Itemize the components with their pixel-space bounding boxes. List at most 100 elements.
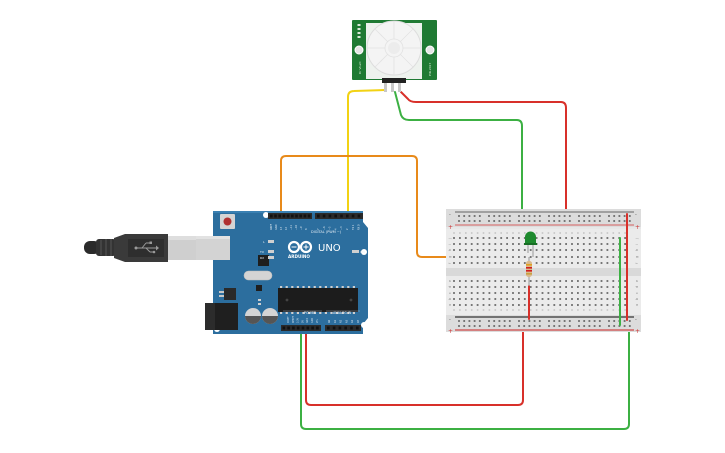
breadboard-hole[interactable]	[582, 280, 585, 282]
reset-button-cap[interactable]	[223, 217, 232, 226]
breadboard-hole[interactable]	[594, 304, 597, 306]
breadboard-hole[interactable]	[482, 243, 485, 245]
breadboard-hole[interactable]	[464, 249, 467, 251]
breadboard-hole[interactable]	[494, 286, 497, 288]
breadboard-hole[interactable]	[623, 320, 626, 322]
breadboard-hole[interactable]	[500, 292, 503, 294]
breadboard-hole[interactable]	[565, 286, 567, 288]
breadboard-hole[interactable]	[594, 256, 597, 258]
breadboard-hole[interactable]	[459, 262, 461, 264]
wire-gnd-to-breadboard[interactable]	[300, 325, 630, 430]
breadboard-hole[interactable]	[476, 237, 479, 239]
breadboard-hole[interactable]	[588, 286, 591, 288]
breadboard-hole[interactable]	[565, 249, 567, 251]
breadboard-hole[interactable]	[523, 262, 526, 264]
header-socket[interactable]	[303, 214, 307, 218]
usb-cable[interactable]	[84, 234, 198, 262]
breadboard-hole[interactable]	[528, 320, 531, 322]
breadboard-hole[interactable]	[494, 243, 497, 245]
breadboard-hole[interactable]	[464, 256, 467, 258]
breadboard-hole[interactable]	[488, 262, 491, 264]
breadboard-hole[interactable]	[565, 280, 567, 282]
breadboard-hole[interactable]	[482, 237, 485, 239]
breadboard-hole[interactable]	[476, 249, 479, 251]
breadboard-hole[interactable]	[563, 325, 566, 327]
breadboard-hole[interactable]	[518, 298, 520, 300]
breadboard-hole[interactable]	[488, 220, 490, 222]
breadboard-hole[interactable]	[571, 249, 573, 251]
breadboard-hole[interactable]	[547, 262, 550, 264]
breadboard-hole[interactable]	[600, 280, 603, 282]
wire-pir-vcc-to-breadboard[interactable]	[400, 91, 567, 217]
breadboard-hole[interactable]	[453, 292, 455, 294]
wire-pir-out-to-pin2[interactable]	[347, 89, 386, 216]
header-socket[interactable]	[332, 326, 336, 330]
breadboard-hole[interactable]	[594, 298, 597, 300]
breadboard-hole[interactable]	[624, 237, 626, 239]
breadboard-hole[interactable]	[558, 215, 561, 217]
breadboard-hole[interactable]	[463, 325, 466, 327]
breadboard-hole[interactable]	[582, 243, 585, 245]
breadboard-hole[interactable]	[535, 280, 538, 282]
header-socket[interactable]	[299, 214, 302, 218]
breadboard-hole[interactable]	[559, 243, 562, 245]
breadboard-hole[interactable]	[571, 286, 573, 288]
header-socket[interactable]	[357, 214, 361, 218]
breadboard-hole[interactable]	[612, 298, 615, 300]
breadboard-hole[interactable]	[523, 220, 526, 222]
breadboard-hole[interactable]	[535, 304, 538, 306]
breadboard-hole[interactable]	[535, 292, 538, 294]
breadboard-hole[interactable]	[459, 292, 461, 294]
breadboard-hole[interactable]	[624, 243, 626, 245]
header-socket[interactable]	[307, 214, 311, 218]
breadboard-hole[interactable]	[518, 286, 520, 288]
breadboard-hole[interactable]	[470, 292, 473, 294]
breadboard-hole[interactable]	[583, 220, 586, 222]
breadboard-hole[interactable]	[482, 262, 485, 264]
header-socket[interactable]	[340, 214, 343, 218]
breadboard-hole[interactable]	[535, 237, 538, 239]
breadboard-hole[interactable]	[583, 320, 586, 322]
breadboard-hole[interactable]	[577, 280, 579, 282]
breadboard-hole[interactable]	[559, 286, 562, 288]
breadboard-hole[interactable]	[459, 280, 461, 282]
breadboard-hole[interactable]	[459, 298, 461, 300]
header-socket[interactable]	[270, 214, 273, 218]
breadboard-hole[interactable]	[458, 320, 460, 322]
breadboard-hole[interactable]	[571, 298, 573, 300]
breadboard-hole[interactable]	[568, 325, 571, 327]
breadboard-hole[interactable]	[577, 256, 579, 258]
breadboard-hole[interactable]	[624, 286, 626, 288]
breadboard-hole[interactable]	[618, 215, 621, 217]
breadboard-hole[interactable]	[618, 325, 621, 327]
breadboard-hole[interactable]	[582, 304, 585, 306]
breadboard-hole[interactable]	[459, 286, 461, 288]
breadboard-hole[interactable]	[506, 237, 508, 239]
breadboard-hole[interactable]	[500, 280, 503, 282]
breadboard-hole[interactable]	[500, 298, 503, 300]
breadboard-hole[interactable]	[458, 220, 460, 222]
header-socket[interactable]	[311, 326, 314, 330]
breadboard-hole[interactable]	[500, 262, 503, 264]
breadboard-hole[interactable]	[488, 249, 491, 251]
breadboard-hole[interactable]	[459, 237, 461, 239]
breadboard-hole[interactable]	[628, 215, 631, 217]
breadboard-hole[interactable]	[468, 215, 471, 217]
breadboard-hole[interactable]	[606, 304, 609, 306]
breadboard-hole[interactable]	[553, 215, 556, 217]
breadboard-hole[interactable]	[470, 262, 473, 264]
breadboard-hole[interactable]	[571, 292, 573, 294]
breadboard-hole[interactable]	[459, 249, 461, 251]
breadboard-hole[interactable]	[478, 215, 481, 217]
breadboard-hole[interactable]	[612, 249, 615, 251]
breadboard-hole[interactable]	[608, 215, 610, 217]
breadboard-hole[interactable]	[518, 280, 520, 282]
breadboard-hole[interactable]	[577, 304, 579, 306]
breadboard-hole[interactable]	[582, 262, 585, 264]
header-socket[interactable]	[322, 214, 326, 218]
breadboard-hole[interactable]	[612, 286, 615, 288]
header-socket[interactable]	[356, 326, 359, 330]
pir-pin-out[interactable]	[384, 83, 387, 92]
header-socket[interactable]	[295, 214, 298, 218]
